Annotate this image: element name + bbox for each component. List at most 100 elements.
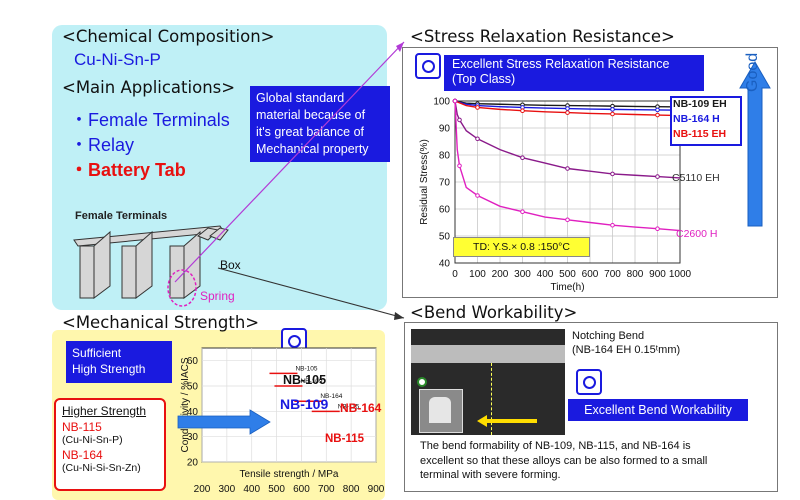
series-point [565,166,570,171]
callout-line: it's great balance of [256,125,365,139]
y-tick-label: 60 [439,205,451,216]
series-point [520,108,525,114]
legend-nb164: NB-164 H [673,113,720,125]
y-tick-label: 20 [187,458,199,469]
series-point [475,105,480,110]
series-point [610,222,615,228]
y-tick-label: 60 [187,356,199,367]
y-tick-label: 100 [433,97,450,108]
application-item: ・Female Terminals [70,110,230,130]
callout-label: NB-109 [280,396,328,412]
alloy-name: NB-115 [62,420,102,434]
badge-line: Sufficient [72,346,122,360]
label-c5110: C5110 EH [672,172,720,184]
bend-description: The bend formability of NB-109, NB-115, … [420,439,772,483]
global-standard-callout: Global standard material because of it's… [250,86,390,162]
x-tick-label: 1000 [669,269,692,280]
x-tick-label: 800 [627,269,644,280]
composition-value: Cu-Ni-Sn-P [74,50,161,69]
series-point [655,174,660,179]
legend-box [670,96,742,146]
series-line [454,100,681,232]
notch-line: (NB-164 EH 0.15ᵗmm) [572,344,681,356]
series-point [610,107,615,112]
notch-line: Notching Bend [572,330,645,342]
x-tick-label: 0 [452,269,458,280]
banner-line: Excellent Stress Relaxation Resistance [452,57,670,71]
series-point [655,112,660,118]
y-tick-label: 90 [439,124,451,135]
y-tick-label: 50 [187,382,199,393]
sufficient-strength-badge: Sufficient High Strength [66,341,172,383]
alloy-system: (Cu-Ni-Sn-P) [62,434,123,446]
banner-line: (Top Class) [452,72,516,86]
x-tick-label: 400 [243,484,260,495]
x-tick-label: 900 [368,484,385,495]
y-axis-label: Residual Stress(%) [419,139,430,225]
connector-arrowhead [394,312,404,320]
higher-strength-arrow [177,409,271,435]
description-line: The bend formability of NB-109, NB-115, … [420,440,691,452]
test-condition-label: TD: Y.S.× 0.8 :150°C [453,237,590,257]
callout-label: NB-105 [283,373,326,387]
bend-workability-heading: <Bend Workability> [410,303,578,322]
series-point [520,155,525,160]
y-tick-label: 30 [187,432,199,443]
application-item-highlight: ・Battery Tab [70,160,186,180]
x-tick-label: 800 [343,484,360,495]
series-point [457,163,462,169]
data-point-label: NB-115 [338,403,360,410]
series-point [655,107,660,113]
series-point [655,226,660,232]
description-line: excellent so that these alloys can be al… [420,454,708,467]
x-axis-label: Time(h) [550,282,584,293]
x-tick-label: 500 [268,484,285,495]
y-tick-label: 40 [439,259,451,270]
connector-to-stress [174,41,405,283]
description-line: terminal with severe forming. [420,469,561,481]
legend-nb109: NB-109 EH [673,98,727,110]
series-point [565,217,570,223]
excellent-mark-icon [576,369,602,395]
y-tick-label: 50 [439,232,451,243]
y-tick-label: 80 [439,151,451,162]
label-c2600: C2600 H [676,228,718,240]
stress-relaxation-heading: <Stress Relaxation Resistance> [410,27,675,46]
alloy-name: NB-164 [62,448,103,462]
callout-label: NB-164 [340,401,382,415]
badge-line: High Strength [72,362,146,376]
bend-workability-frame [404,322,778,492]
x-tick-label: 600 [582,269,599,280]
chemical-composition-heading: <Chemical Composition> [62,27,275,46]
series-point [475,136,480,142]
data-point-label: NB-164 [320,393,342,400]
micrograph-image [411,329,565,435]
x-tick-label: 700 [604,269,621,280]
x-tick-label: 300 [514,269,531,280]
data-point-label: NB-109 [300,378,322,385]
x-tick-label: 700 [318,484,335,495]
connector-to-bend [217,267,405,319]
series-point [457,117,462,123]
higher-strength-box: Higher Strength NB-115 (Cu-Ni-Sn-P) NB-1… [54,398,166,491]
data-point-label: NB-105 [295,365,317,372]
callout-line: Mechanical property [256,142,369,156]
series-point [565,110,570,115]
series-point [520,209,525,214]
excellent-bend-badge: Excellent Bend Workability [568,399,748,421]
y-tick-label: 40 [187,407,199,418]
excellent-mark-icon [415,53,441,79]
x-tick-label: 600 [293,484,310,495]
y-tick-label: 70 [439,178,451,189]
x-tick-label: 500 [559,269,576,280]
alloy-system: (Cu-Ni-Si-Sn-Zn) [62,462,141,474]
series-point [452,98,458,104]
good-arrow [739,60,771,227]
stress-relaxation-banner: Excellent Stress Relaxation Resistance (… [444,55,704,91]
series-point [610,171,615,177]
series-point [475,193,480,198]
higher-strength-title: Higher Strength [62,404,147,418]
x-tick-label: 200 [194,484,211,495]
